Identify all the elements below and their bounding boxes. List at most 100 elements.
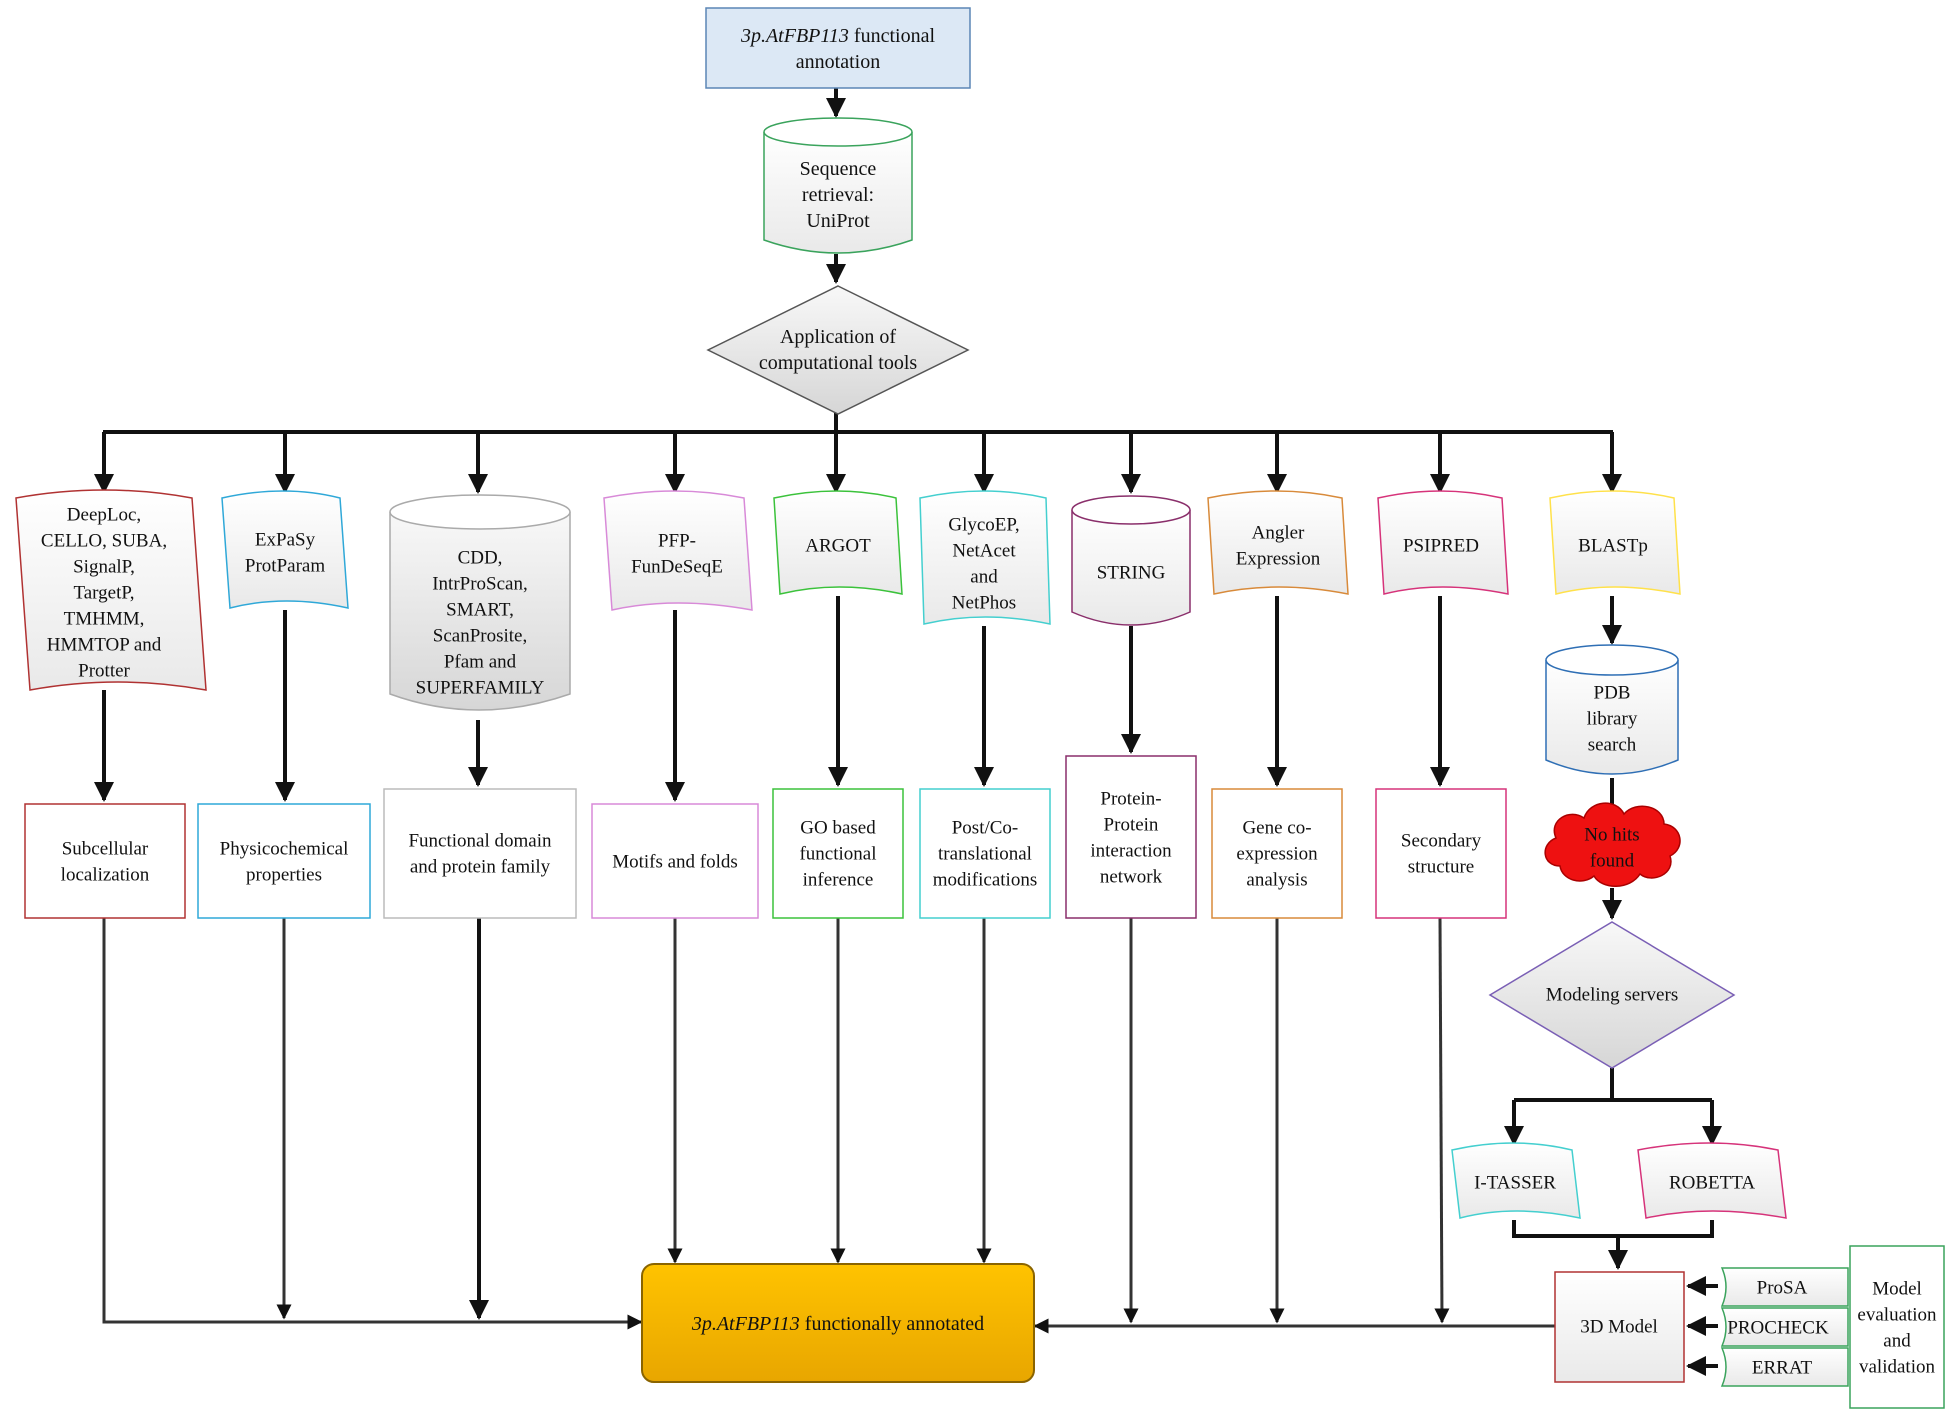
label-line: Pfam and <box>444 652 517 673</box>
label-line: modifications <box>933 870 1037 891</box>
label-line: IntrProScan, <box>432 574 528 595</box>
sequence-label: Sequence retrieval: UniProt <box>800 158 877 232</box>
collector-localization <box>102 918 643 1330</box>
label-line: evaluation <box>1857 1305 1937 1326</box>
label-line: GlycoEP, <box>948 515 1019 536</box>
result-physicochemical: Physicochemical properties <box>197 803 371 919</box>
label-line: Expression <box>1236 549 1321 570</box>
tool-psipred: PSIPRED <box>1377 490 1509 595</box>
label-line: Protter <box>78 661 130 682</box>
no-hits-cloud: No hits found <box>1544 802 1681 887</box>
label-line: ERRAT <box>1752 1358 1813 1379</box>
label-line: I-TASSER <box>1474 1173 1556 1194</box>
label-line: UniProt <box>806 210 870 232</box>
label-line: Motifs and folds <box>612 852 738 873</box>
top-box-italic: 3p.AtFBP113 <box>740 25 849 47</box>
label-line: structure <box>1408 857 1474 878</box>
label-line: No hits <box>1584 825 1639 846</box>
label-line: Post/Co- <box>952 818 1019 839</box>
label-line: found <box>1590 851 1635 872</box>
label-line: ROBETTA <box>1669 1173 1755 1194</box>
collector-secondary <box>1434 917 1450 1324</box>
final-box-rest: functionally annotated <box>800 1313 984 1335</box>
label-line: Protein <box>1104 815 1159 836</box>
label-line: NetAcet <box>952 541 1016 562</box>
label-line: functional <box>799 844 876 865</box>
label-line: network <box>1100 867 1163 888</box>
label-line: computational tools <box>759 352 918 374</box>
result-motifs: Motifs and folds <box>591 803 759 919</box>
label-line: Functional domain <box>408 831 552 852</box>
label-line: Sequence <box>800 158 877 180</box>
validator-procheck: PROCHECK <box>1720 1307 1849 1347</box>
sequence-retrieval-cylinder: Sequence retrieval: UniProt <box>763 117 913 254</box>
svg-text:3p.AtFBP113 functionally annot: 3p.AtFBP113 functionally annotated <box>691 1313 984 1335</box>
label-line: ScanProsite, <box>433 626 527 647</box>
label-line: analysis <box>1246 870 1307 891</box>
result-domain: Functional domain and protein family <box>383 788 577 919</box>
label-line: SMART, <box>446 600 514 621</box>
top-box-line2: annotation <box>796 51 880 73</box>
label-line: Physicochemical <box>220 839 349 860</box>
label-line: PSIPRED <box>1403 536 1479 557</box>
label-line: CELLO, SUBA, <box>41 531 167 552</box>
label-line: ARGOT <box>805 536 871 557</box>
modeling-decision: Modeling servers <box>1488 921 1736 1069</box>
label-line: TMHMM, <box>64 609 145 630</box>
label-line: Protein- <box>1100 789 1161 810</box>
label-line: Secondary <box>1401 831 1482 852</box>
label-line: Angler <box>1252 523 1305 544</box>
label-line: TargetP, <box>73 583 134 604</box>
label-line: Subcellular <box>62 839 149 860</box>
label-line: FunDeSeqE <box>631 557 723 578</box>
connector-servers-merge <box>1512 1220 1714 1238</box>
server-robetta: ROBETTA <box>1637 1142 1787 1219</box>
pdb-cylinder: PDB library search <box>1545 644 1679 775</box>
top-annotation-box: 3p.AtFBP113 functional annotation <box>705 7 971 89</box>
label-line: PFP- <box>658 531 696 552</box>
tool-string-cylinder: STRING <box>1071 495 1191 626</box>
label-line: library <box>1587 709 1638 730</box>
label-line: DeepLoc, <box>67 505 141 526</box>
tool-localization: DeepLoc, CELLO, SUBA, SignalP, TargetP, TMHM… <box>15 489 207 691</box>
tool-pfp: PFP- FunDeSeqE <box>603 490 753 611</box>
label-line: SignalP, <box>73 557 135 578</box>
label-line: Model <box>1872 1279 1922 1300</box>
final-box-italic: 3p.AtFBP113 <box>691 1313 800 1335</box>
label-line: SUPERFAMILY <box>416 678 545 699</box>
label-line: and <box>970 567 998 588</box>
label-line: STRING <box>1097 563 1166 584</box>
label-line: inference <box>803 870 874 891</box>
label-line: and <box>1883 1331 1911 1352</box>
tool-argot: ARGOT <box>773 490 903 595</box>
label-line: Modeling servers <box>1546 985 1678 1006</box>
server-itasser: I-TASSER <box>1451 1142 1581 1219</box>
label-line: translational <box>938 844 1032 865</box>
label-line: search <box>1588 735 1637 756</box>
model-3d-box: 3D Model <box>1554 1271 1685 1383</box>
label-line: properties <box>246 865 322 886</box>
final-annotated-box: 3p.AtFBP113 functionally annotated <box>641 1263 1035 1383</box>
collector-lines <box>102 917 1555 1334</box>
label-line: PROCHECK <box>1727 1318 1829 1339</box>
label-line: CDD, <box>458 548 503 569</box>
label-line: ExPaSy <box>255 530 316 551</box>
label-line: HMMTOP and <box>47 635 162 656</box>
label-line: validation <box>1859 1357 1935 1378</box>
label-line: retrieval: <box>802 184 874 206</box>
validator-prosa: ProSA <box>1720 1267 1849 1307</box>
label-line: PDB <box>1594 683 1631 704</box>
label-line: and protein family <box>410 857 551 878</box>
label-line: Gene co- <box>1242 818 1311 839</box>
connectors <box>94 88 1722 1376</box>
label-line: BLASTp <box>1578 536 1648 557</box>
